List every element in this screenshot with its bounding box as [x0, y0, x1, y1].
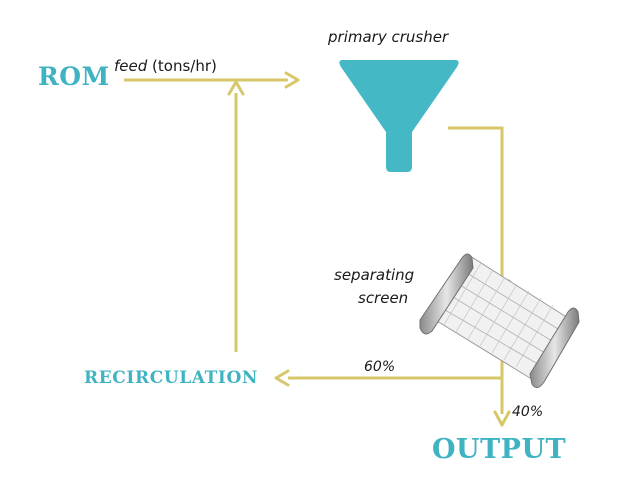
output-percent: 40%: [512, 404, 544, 420]
crusher-icon: [339, 60, 459, 172]
recirculation-label: RECIRCULATION: [84, 368, 259, 388]
recirculation-percent: 60%: [364, 359, 396, 375]
feed-label: feed (tons/hr): [114, 57, 217, 75]
crusher-to-screen-line: [448, 126, 504, 284]
screen-label: separating screen: [334, 264, 414, 310]
screen-label-line2: screen: [358, 289, 409, 307]
feed-word: feed: [114, 57, 148, 75]
feed-unit: (tons/hr): [152, 57, 217, 75]
recirculation-arrowhead: [274, 369, 290, 387]
output-arrowhead: [493, 410, 511, 427]
screen-label-line1: separating: [334, 266, 415, 284]
feed-arrowhead: [284, 71, 300, 89]
crusher-label: primary crusher: [328, 28, 449, 46]
return-arrowhead: [227, 80, 245, 96]
separating-screen-icon: [419, 253, 580, 388]
output-label: OUTPUT: [432, 434, 567, 465]
rom-label: ROM: [38, 62, 110, 91]
